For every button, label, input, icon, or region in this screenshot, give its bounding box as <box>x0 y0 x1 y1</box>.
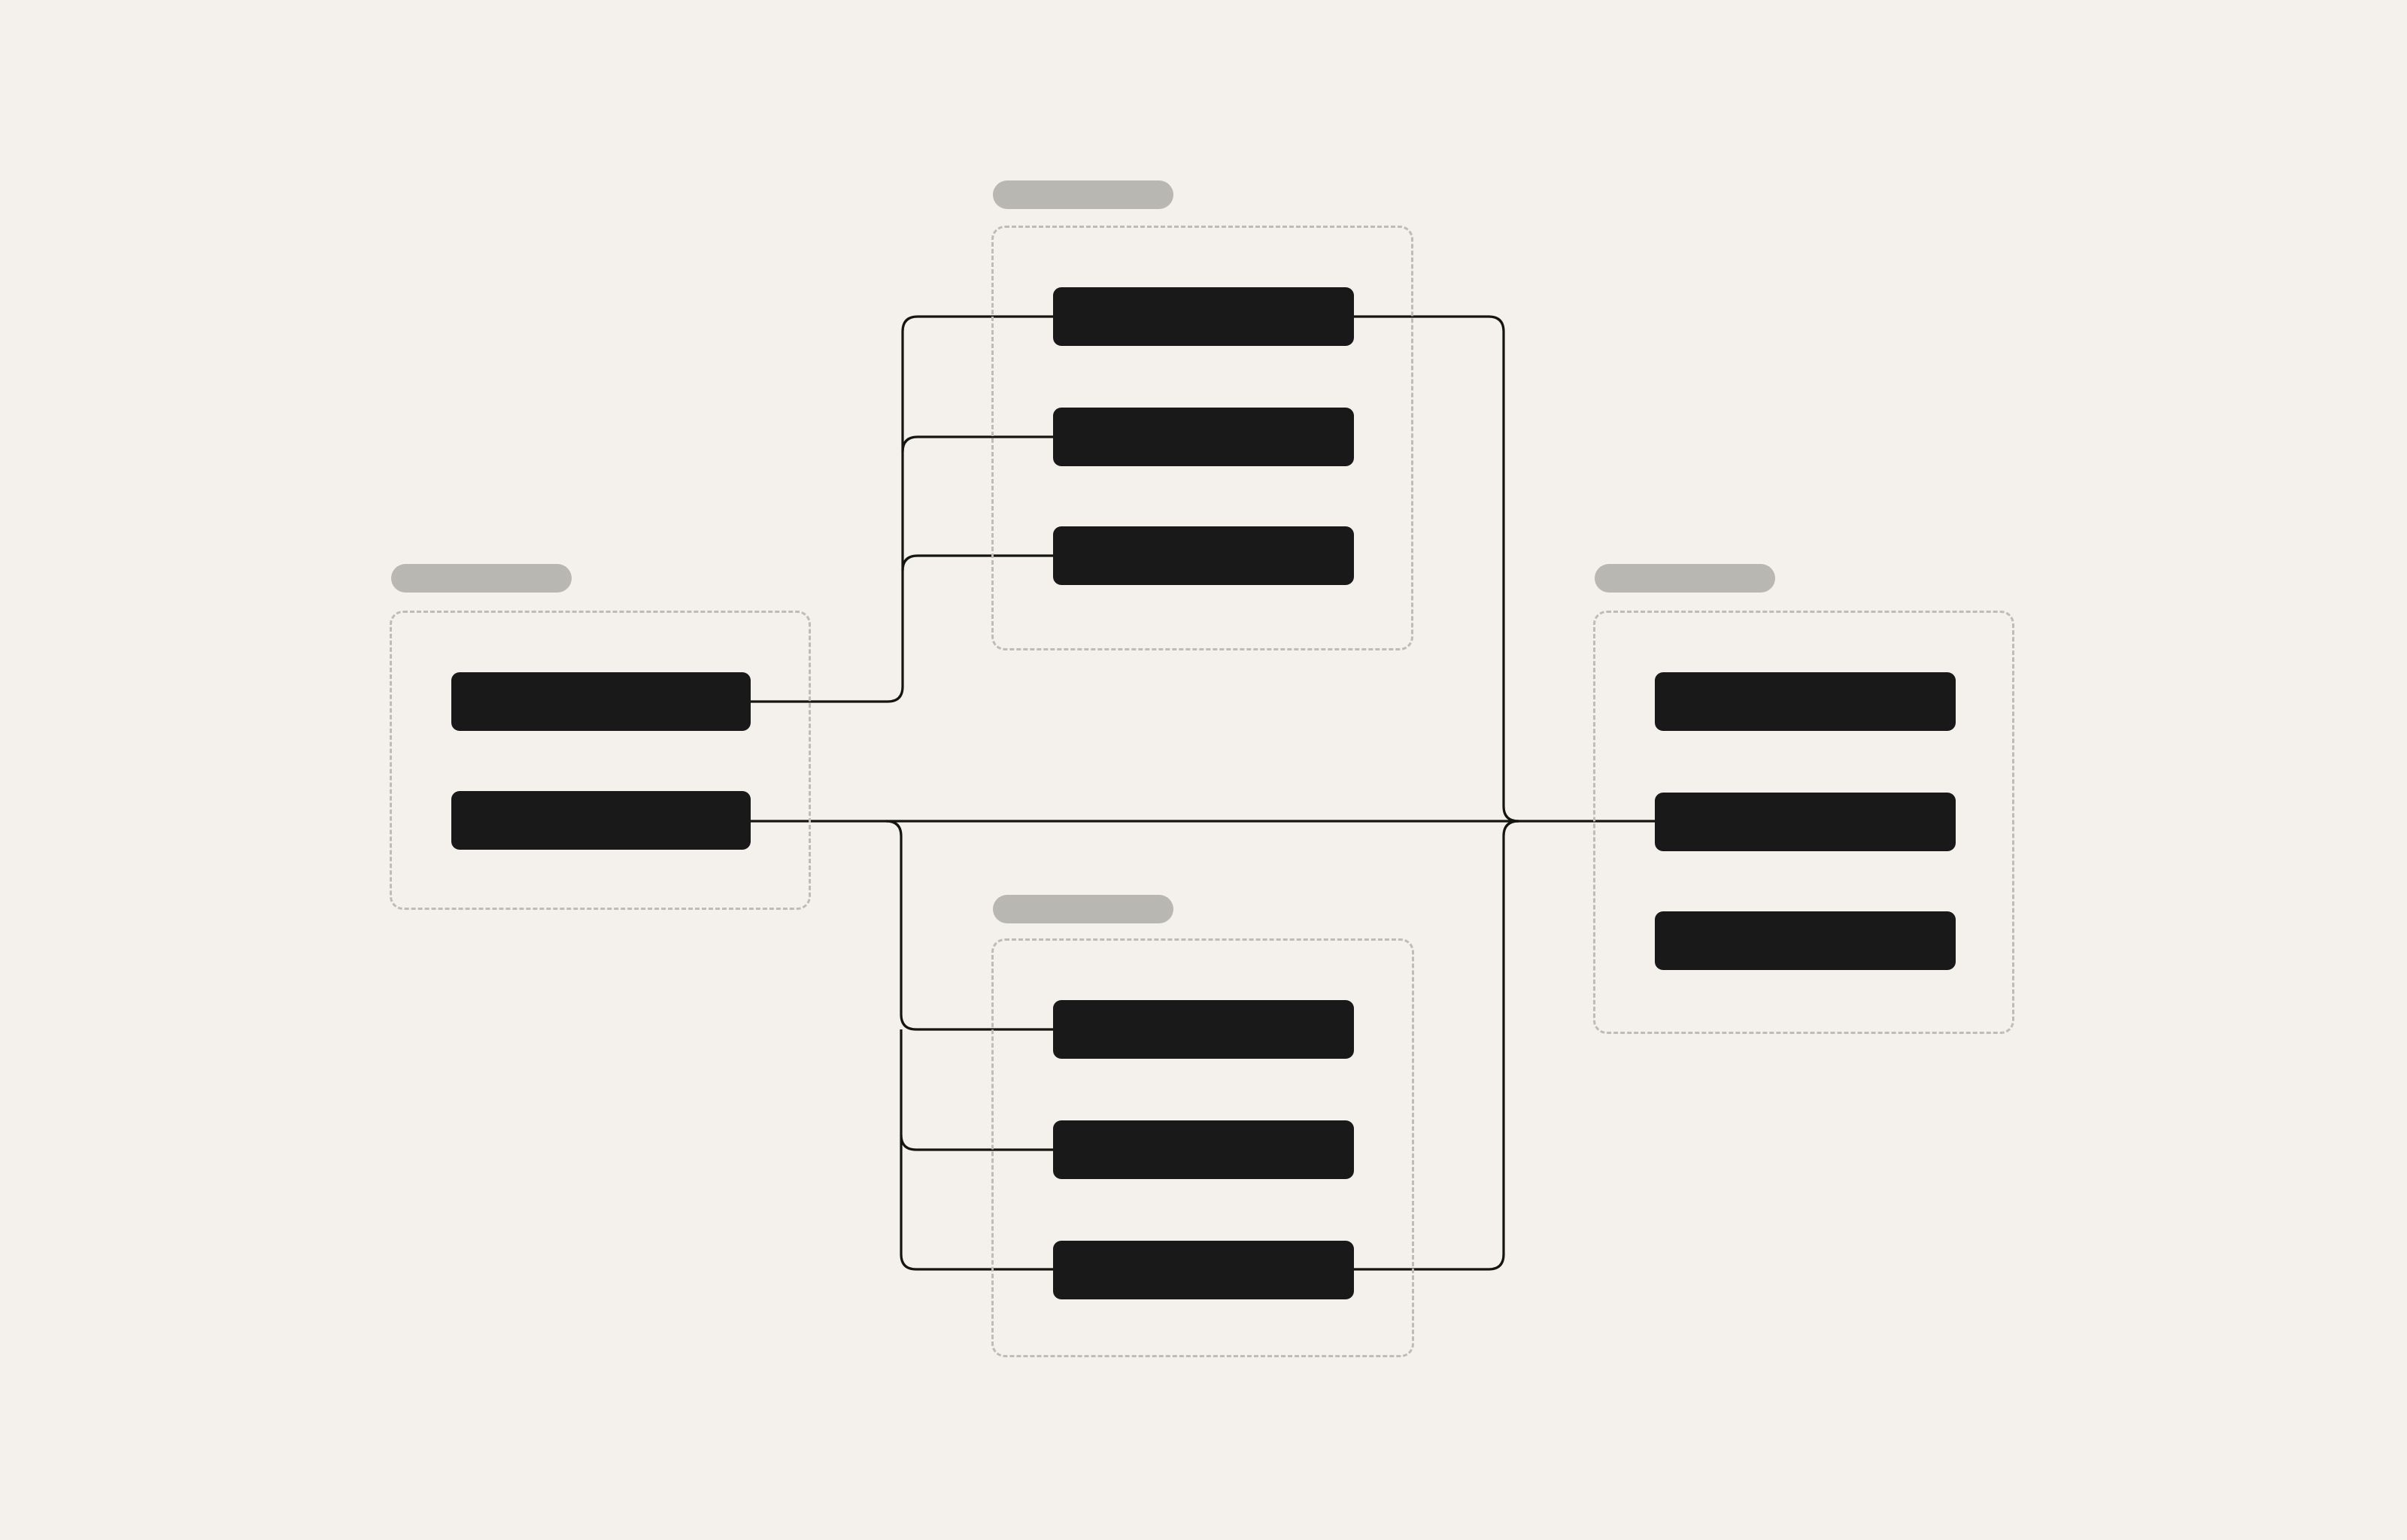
top-node-1[interactable] <box>1053 287 1354 346</box>
right-node-2[interactable] <box>1655 793 1956 851</box>
right-node-1[interactable] <box>1655 672 1956 731</box>
group-left-container[interactable] <box>390 611 811 910</box>
bottom-node-3[interactable] <box>1053 1241 1354 1299</box>
group-bottom-middle-title-pill <box>993 895 1173 923</box>
top-node-3[interactable] <box>1053 526 1354 585</box>
left-node-1[interactable] <box>451 672 751 731</box>
group-right-container[interactable] <box>1593 611 2014 1034</box>
group-right-title-pill <box>1595 564 1775 593</box>
group-top-middle-container[interactable] <box>991 226 1413 650</box>
group-bottom-middle-container[interactable] <box>991 938 1414 1357</box>
bottom-node-2[interactable] <box>1053 1120 1354 1179</box>
group-left-title-pill <box>391 564 572 593</box>
left-node-2[interactable] <box>451 791 751 850</box>
right-node-3[interactable] <box>1655 911 1956 970</box>
bottom-node-1[interactable] <box>1053 1000 1354 1059</box>
top-node-2[interactable] <box>1053 408 1354 466</box>
group-top-middle-title-pill <box>993 180 1173 209</box>
